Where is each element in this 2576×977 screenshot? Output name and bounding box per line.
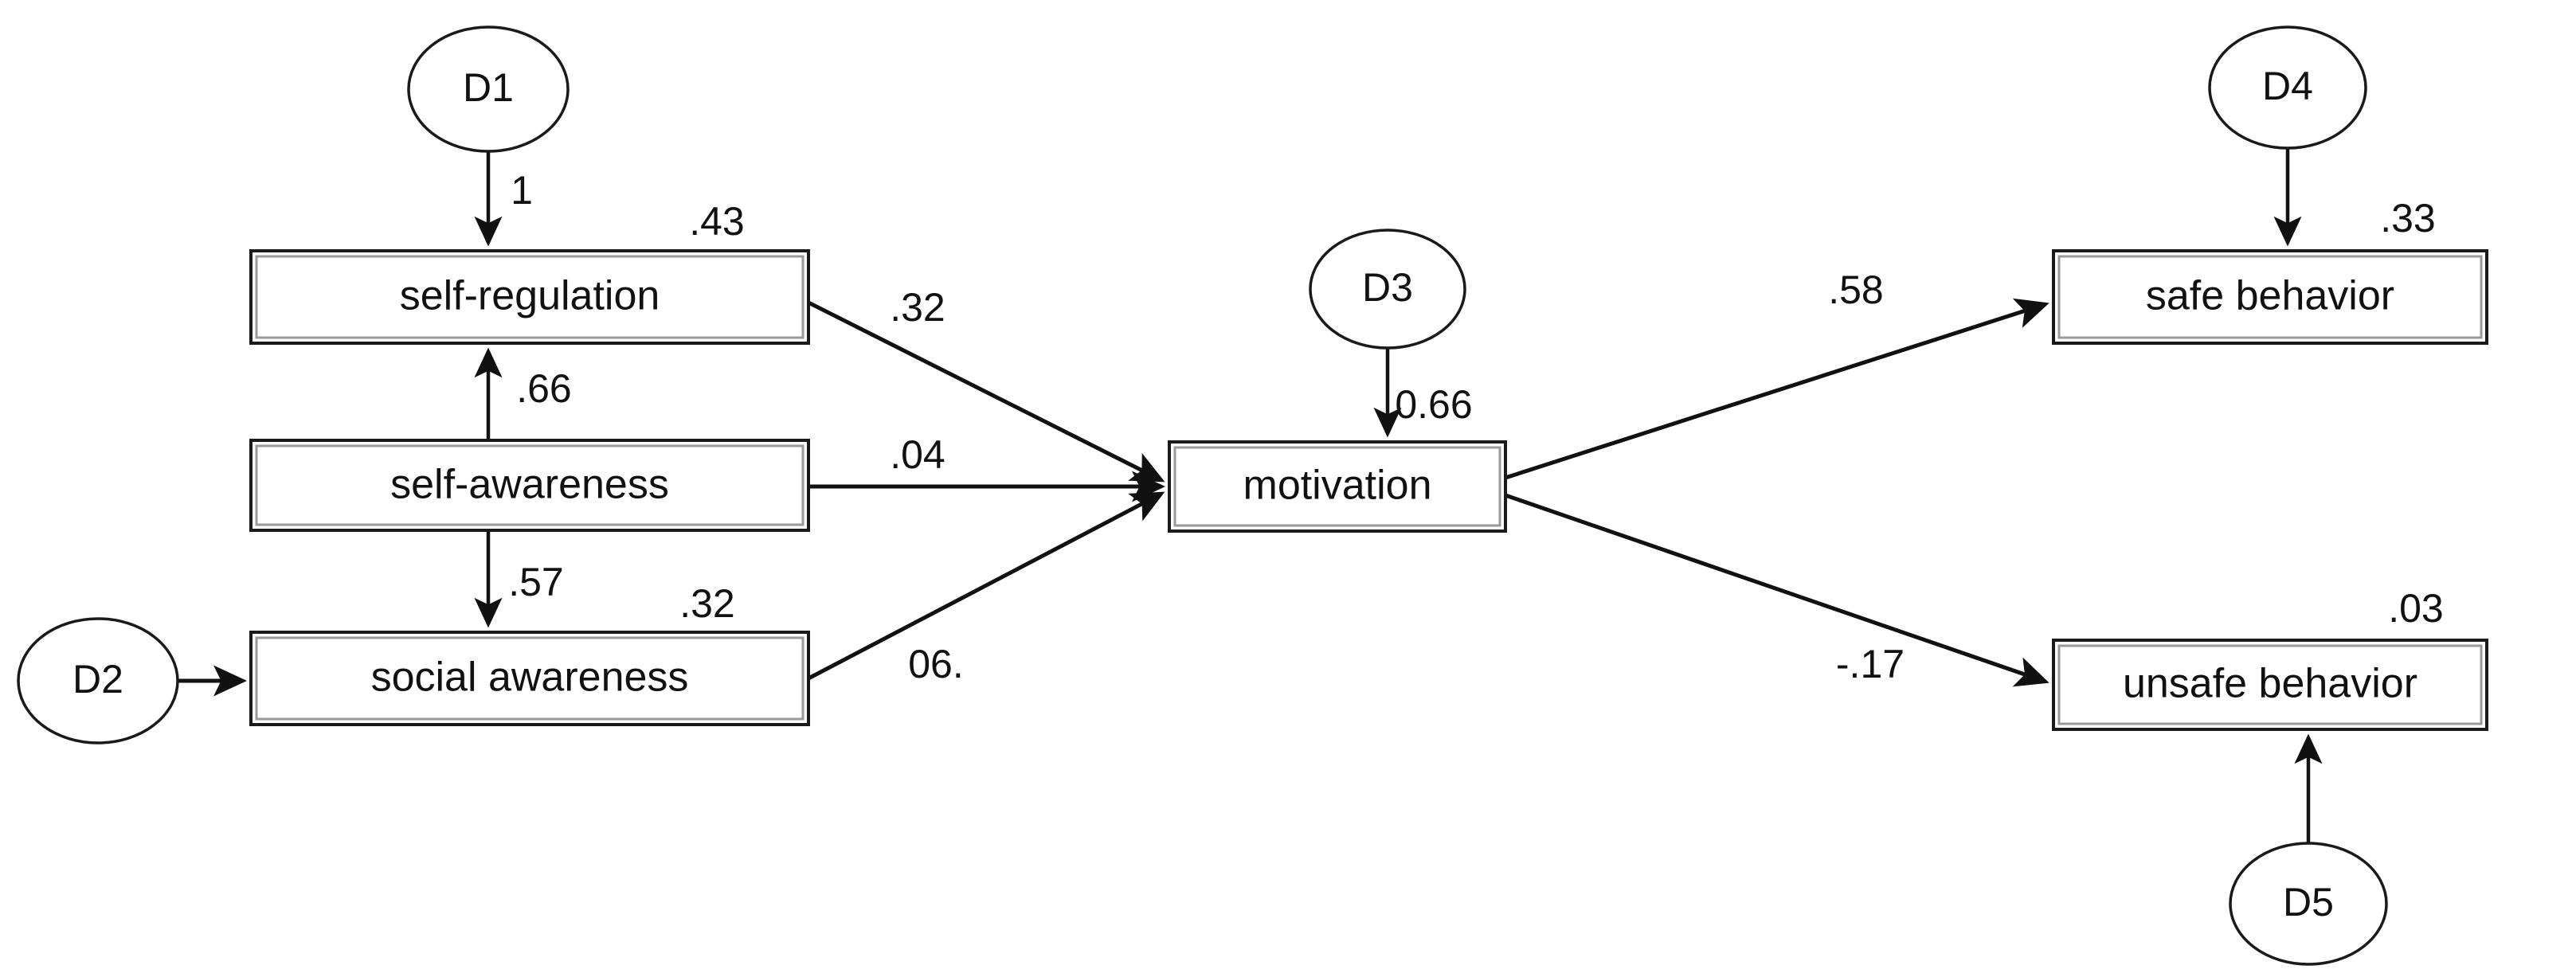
node-motivation[interactable]: motivation	[1168, 440, 1507, 533]
node-label-safe-behavior: safe behavior	[2146, 273, 2394, 319]
node-label-d4: D4	[2262, 64, 2313, 108]
node-self-regulation[interactable]: self-regulation	[249, 249, 810, 345]
coefficient-self-regulation-to-motivation: .32	[890, 285, 945, 330]
coefficient-safe-behavior-variance: .33	[2380, 196, 2436, 240]
coefficient-motivation-to-unsafe-behavior: -.17	[1836, 642, 1905, 686]
node-unsafe-behavior[interactable]: unsafe behavior	[2052, 639, 2488, 731]
path-motivation-to-safe-behavior	[1505, 298, 2049, 480]
node-disturbance-d3[interactable]: D3	[1309, 229, 1466, 350]
coefficient-self-awareness-to-motivation: .04	[890, 432, 945, 477]
coefficient-d1-to-self-regulation: 1	[511, 168, 533, 213]
node-disturbance-d4[interactable]: D4	[2208, 25, 2367, 150]
coefficient-motivation-variance: 0.66	[1395, 382, 1472, 427]
node-disturbance-d1[interactable]: D1	[407, 25, 570, 153]
node-label-motivation: motivation	[1243, 463, 1432, 509]
node-label-self-awareness: self-awareness	[390, 462, 669, 508]
node-label-self-regulation: self-regulation	[400, 273, 660, 319]
node-social-awareness[interactable]: social awareness	[249, 631, 810, 726]
path-social-awareness-to-motivation	[807, 491, 1165, 681]
node-label-d5: D5	[2283, 880, 2334, 924]
node-label-unsafe-behavior: unsafe behavior	[2123, 661, 2417, 707]
coefficient-unsafe-behavior-variance: .03	[2388, 586, 2444, 631]
coefficient-self-awareness-to-self-regulation: .66	[516, 366, 572, 411]
node-disturbance-d5[interactable]: D5	[2229, 842, 2388, 966]
node-disturbance-d2[interactable]: D2	[17, 617, 179, 744]
node-label-d3: D3	[1362, 265, 1413, 310]
coefficient-social-awareness-variance: .32	[679, 581, 735, 626]
path-motivation-to-unsafe-behavior	[1505, 493, 2049, 687]
coefficient-motivation-to-safe-behavior: .58	[1828, 268, 1884, 312]
node-safe-behavior[interactable]: safe behavior	[2052, 249, 2488, 345]
node-label-d2: D2	[72, 657, 123, 701]
node-label-social-awareness: social awareness	[371, 655, 689, 701]
coefficient-self-regulation-variance: .43	[689, 199, 745, 244]
node-self-awareness[interactable]: self-awareness	[249, 439, 810, 532]
coefficient-social-awareness-to-motivation: 06.	[908, 642, 964, 686]
coefficient-self-awareness-to-social-awareness: .57	[508, 560, 564, 604]
path-self-regulation-to-motivation	[807, 300, 1165, 483]
node-label-d1: D1	[463, 65, 514, 110]
